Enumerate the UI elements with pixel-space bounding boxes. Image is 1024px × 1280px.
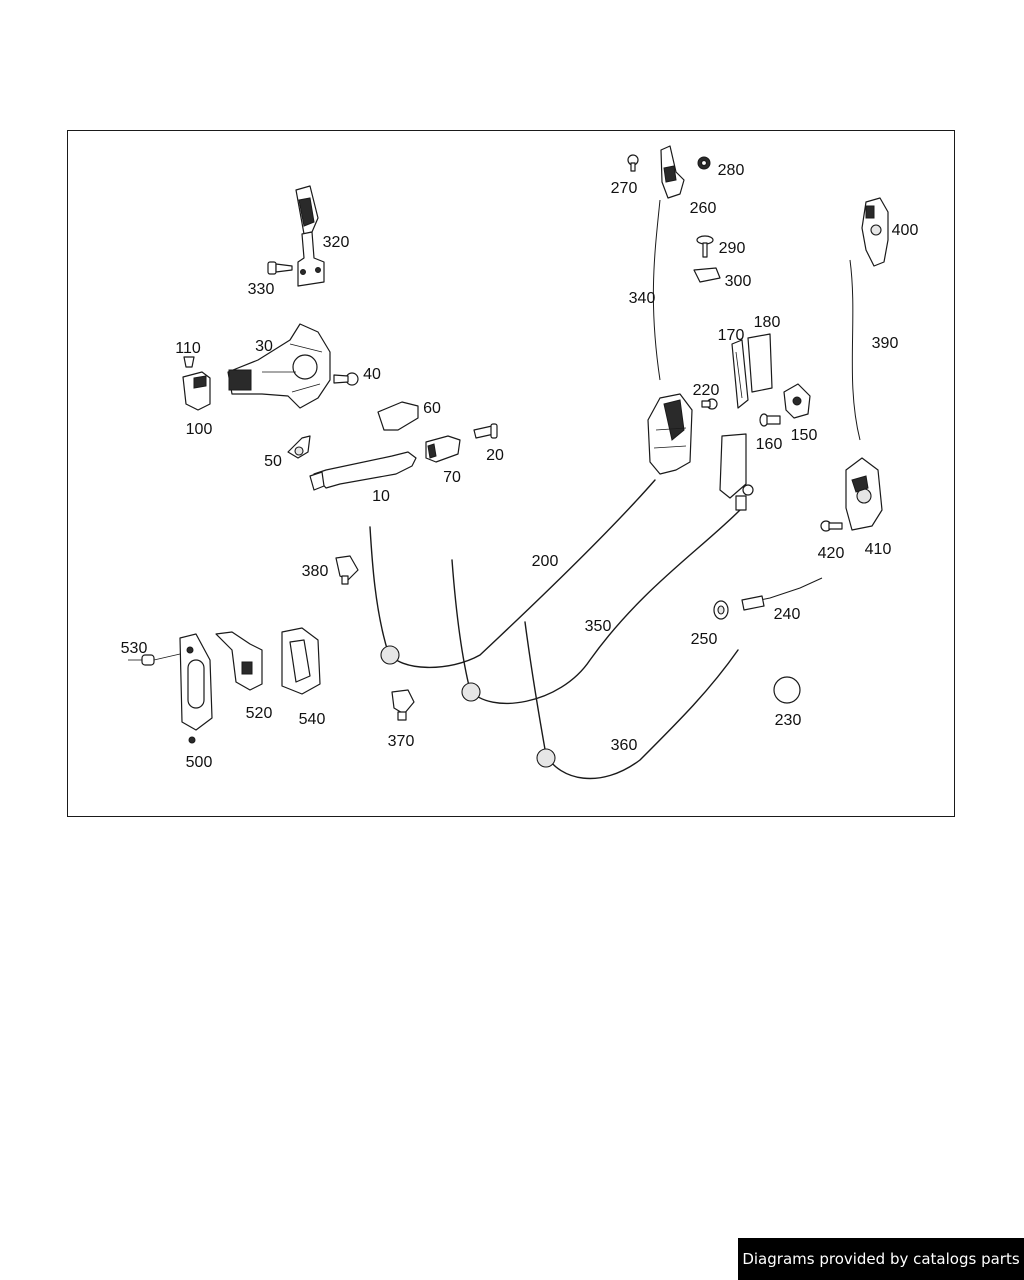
leader-lines bbox=[128, 653, 181, 661]
callout-220: 220 bbox=[693, 382, 720, 399]
callout-labels: 10 20 30 40 50 60 70 100 110 150 160 170 180 200 220 23… bbox=[121, 162, 919, 771]
callout-360: 360 bbox=[611, 737, 638, 754]
part-290-screw bbox=[696, 235, 714, 258]
callout-60: 60 bbox=[423, 400, 441, 417]
callout-110: 110 bbox=[175, 340, 201, 357]
part-50-cover bbox=[287, 435, 311, 459]
part-110-clip bbox=[183, 356, 195, 368]
part-280-nut bbox=[697, 156, 711, 170]
cable-350-grommet bbox=[461, 682, 481, 702]
callout-530: 530 bbox=[121, 640, 148, 657]
callout-350: 350 bbox=[585, 618, 612, 635]
callout-280: 280 bbox=[718, 162, 745, 179]
part-230-cap bbox=[773, 676, 801, 704]
part-380-clip bbox=[335, 555, 359, 585]
cable-360-grommet bbox=[536, 748, 556, 768]
cable-360 bbox=[524, 621, 739, 780]
callout-340: 340 bbox=[629, 290, 656, 307]
callout-390: 390 bbox=[872, 335, 899, 352]
callout-520: 520 bbox=[246, 705, 273, 722]
cable-200 bbox=[369, 479, 656, 669]
part-330-screw bbox=[267, 261, 293, 275]
callout-20: 20 bbox=[486, 447, 504, 464]
callout-290: 290 bbox=[719, 240, 746, 257]
credit-badge: Diagrams provided by catalogs parts bbox=[738, 1238, 1024, 1280]
part-30-carrier bbox=[227, 323, 331, 409]
callout-380: 380 bbox=[302, 563, 329, 580]
callout-70: 70 bbox=[443, 469, 461, 486]
callout-500: 500 bbox=[186, 754, 213, 771]
part-270-screw bbox=[627, 154, 639, 172]
callout-270: 270 bbox=[611, 180, 638, 197]
callout-240: 240 bbox=[774, 606, 801, 623]
part-400-bracket bbox=[861, 197, 889, 267]
part-500-panel bbox=[179, 633, 213, 744]
callout-230: 230 bbox=[775, 712, 802, 729]
part-180-cover bbox=[747, 333, 773, 393]
callout-330: 330 bbox=[248, 281, 275, 298]
part-10-handle bbox=[309, 451, 417, 491]
callout-180: 180 bbox=[754, 314, 781, 331]
part-20-screw bbox=[473, 423, 498, 439]
callout-250: 250 bbox=[691, 631, 718, 648]
part-220-screw bbox=[701, 398, 718, 410]
cable-340 bbox=[652, 199, 661, 381]
callout-300: 300 bbox=[725, 273, 752, 290]
part-420-screw bbox=[820, 520, 843, 532]
cable-350 bbox=[451, 509, 741, 705]
callout-410: 410 bbox=[865, 541, 892, 558]
part-300-clip bbox=[693, 267, 721, 283]
callout-30: 30 bbox=[255, 338, 273, 355]
callout-170: 170 bbox=[718, 327, 745, 344]
callout-260: 260 bbox=[690, 200, 717, 217]
callout-10: 10 bbox=[372, 488, 390, 505]
cable-200-grommet bbox=[380, 645, 400, 665]
part-160-screw bbox=[759, 413, 781, 427]
callout-160: 160 bbox=[756, 436, 783, 453]
callout-420: 420 bbox=[818, 545, 845, 562]
callout-540: 540 bbox=[299, 711, 326, 728]
part-60-cap bbox=[377, 401, 419, 431]
callout-40: 40 bbox=[363, 366, 381, 383]
part-370-clip bbox=[391, 689, 415, 721]
part-320-lever bbox=[295, 185, 325, 287]
callout-100: 100 bbox=[186, 421, 213, 438]
part-100-bracket bbox=[182, 371, 211, 411]
part-260-lever bbox=[660, 145, 685, 199]
part-410-lock bbox=[845, 457, 883, 531]
part-170-seal bbox=[731, 339, 749, 409]
callout-200: 200 bbox=[532, 553, 559, 570]
callout-320: 320 bbox=[323, 234, 350, 251]
callout-370: 370 bbox=[388, 733, 415, 750]
callout-50: 50 bbox=[264, 453, 282, 470]
part-520-switch bbox=[215, 631, 263, 691]
callout-400: 400 bbox=[892, 222, 919, 239]
callout-150: 150 bbox=[791, 427, 818, 444]
diagram-frame bbox=[67, 130, 955, 817]
part-240-connector bbox=[741, 595, 765, 611]
part-350-connector bbox=[719, 433, 754, 511]
part-150-bracket bbox=[783, 383, 811, 419]
part-40-screw bbox=[333, 372, 359, 386]
part-70-endcap bbox=[425, 435, 461, 463]
part-250-grommet bbox=[713, 600, 729, 620]
cable-390 bbox=[849, 259, 861, 441]
part-540-frame bbox=[281, 627, 321, 695]
cables bbox=[369, 199, 861, 780]
part-lock-module bbox=[647, 393, 693, 475]
